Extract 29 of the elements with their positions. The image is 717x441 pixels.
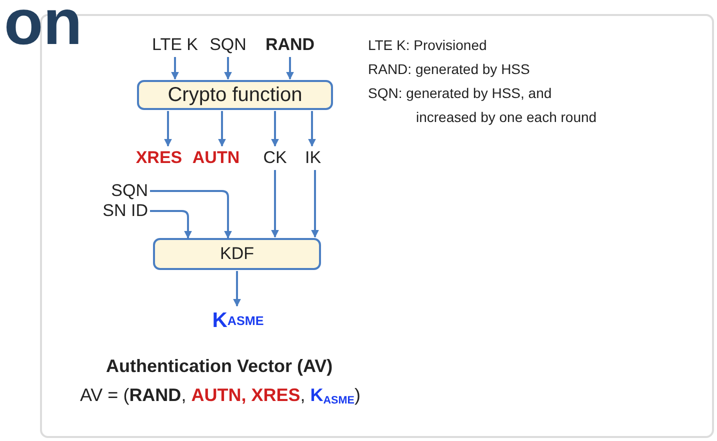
- formula-text: AV = (RAND, AUTN, XRES, K$_{ASME}$): [80, 384, 360, 409]
- section-heading: Authentication Vector (AV): [106, 355, 333, 378]
- arrow: [171, 57, 179, 80]
- arrow: [218, 111, 226, 147]
- signal-label: CK: [262, 147, 288, 169]
- note-text: LTE K: Provisioned: [368, 36, 487, 55]
- arrow: [150, 190, 232, 239]
- signal-label: SN ID: [84, 201, 148, 221]
- arrow: [286, 57, 294, 80]
- arrow: [150, 210, 192, 239]
- arrow: [311, 170, 319, 238]
- signal-label: LTE K: [148, 34, 202, 56]
- process-box: KDF: [153, 238, 321, 270]
- signal-label: RAND: [258, 34, 322, 56]
- signal-label: IK: [302, 147, 324, 169]
- arrow: [164, 111, 172, 147]
- signal-label: XRES: [133, 147, 185, 169]
- signal-label: SQN: [204, 34, 252, 56]
- signal-label: SQN: [96, 181, 148, 201]
- arrow: [308, 111, 316, 147]
- heading-fragment: on: [4, 0, 82, 44]
- process-box: Crypto function: [137, 80, 333, 110]
- arrow: [271, 111, 279, 147]
- note-text: RAND: generated by HSS: [368, 60, 530, 79]
- note-text: SQN: generated by HSS, and increased by one each round: [368, 84, 598, 127]
- arrow: [233, 271, 241, 307]
- signal-label: AUTN: [187, 147, 245, 169]
- arrow: [224, 57, 232, 80]
- arrow: [271, 170, 279, 238]
